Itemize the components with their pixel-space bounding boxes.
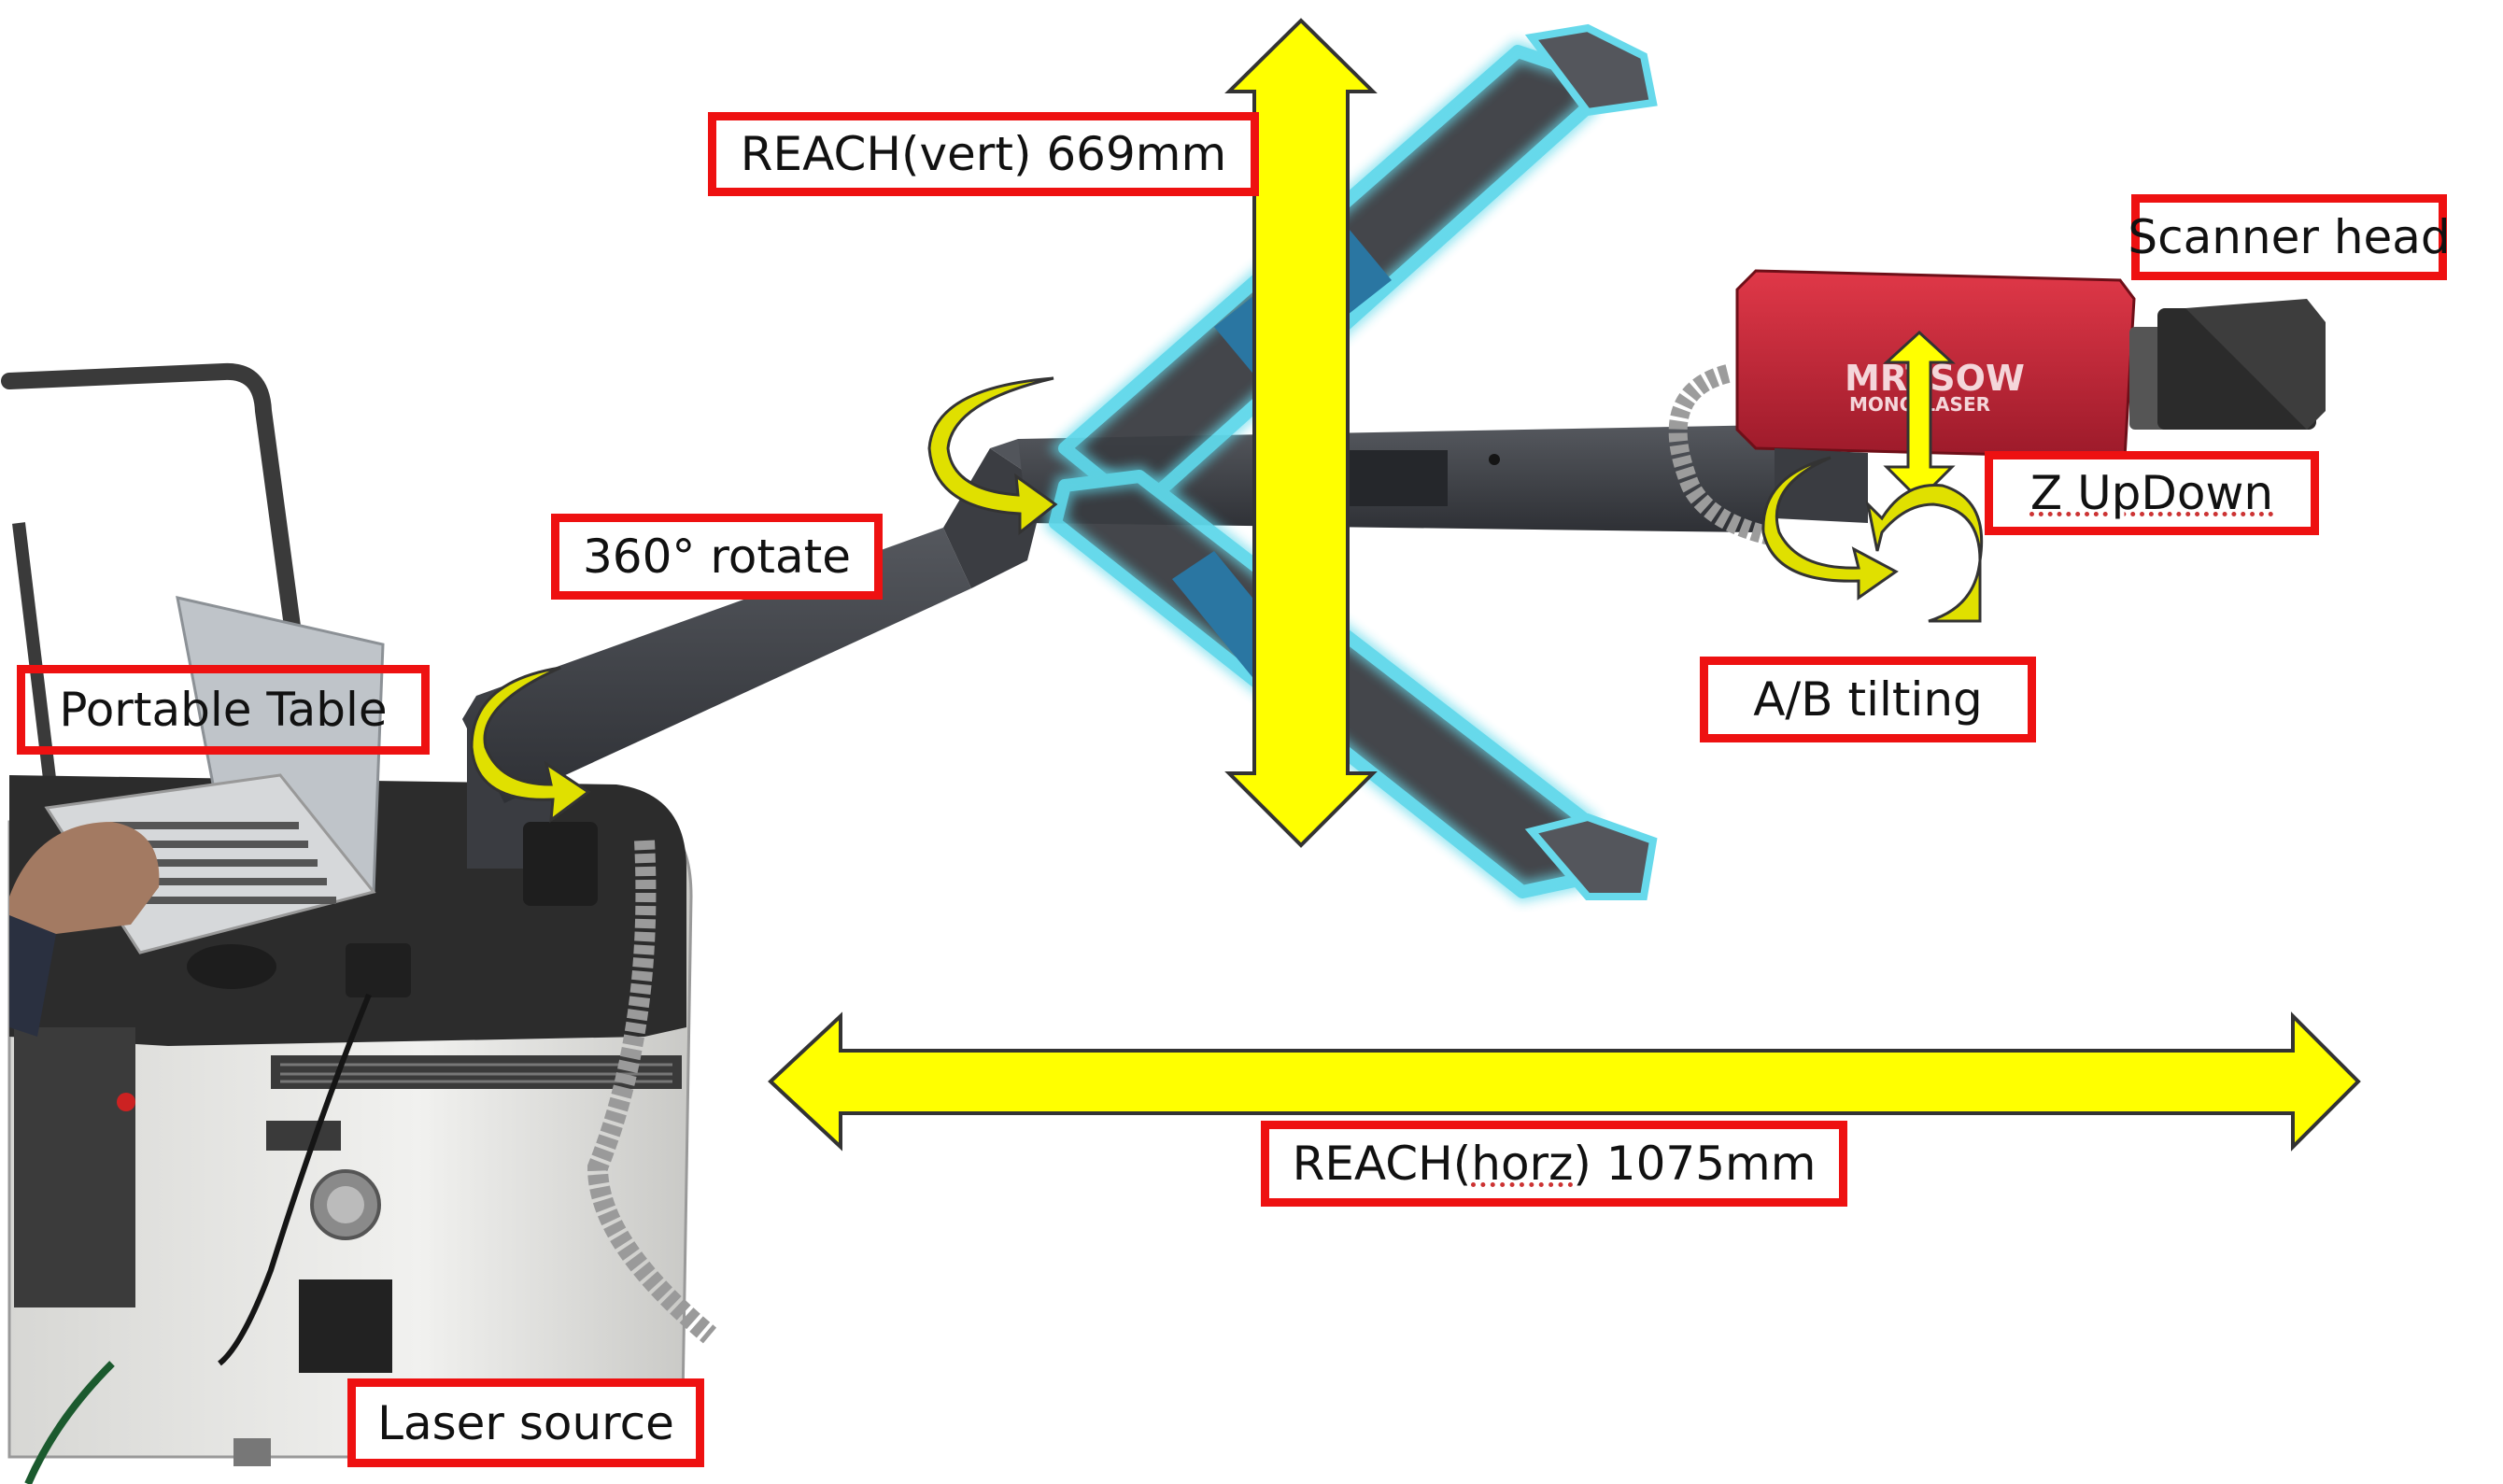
label-portable-table-text: Portable Table	[59, 683, 388, 737]
scanner-head-unit: MRTSOW MONO-LASER	[1668, 269, 2326, 546]
label-reach-vertical: REACH(vert) 669mm	[708, 112, 1259, 196]
label-360-rotate: 360° rotate	[551, 514, 883, 600]
label-ab-tilting-text: A/B tilting	[1753, 672, 1983, 727]
label-z-updown: Z UpDown	[1985, 451, 2319, 535]
label-laser-source-text: Laser source	[377, 1395, 674, 1450]
label-z-updown-text: Z UpDown	[2029, 466, 2274, 520]
horizontal-reach-arrow	[768, 1011, 2361, 1152]
reach-horizontal-suffix: ) 1075mm	[1573, 1137, 1817, 1191]
rotate-arrow-elbow	[927, 376, 1058, 536]
label-ab-tilting: A/B tilting	[1700, 657, 2036, 742]
label-reach-horizontal: REACH(horz) 1075mm	[1261, 1121, 1847, 1207]
tilt-arrow-a	[1761, 456, 1899, 601]
rotate-arrow-base	[470, 666, 591, 824]
label-scanner-head-text: Scanner head	[2128, 210, 2451, 264]
vertical-reach-arrow	[1224, 18, 1378, 848]
reach-horizontal-prefix: REACH(	[1292, 1137, 1472, 1191]
scanner-brand-line1: MRTSOW	[1845, 358, 2025, 399]
label-reach-vertical-text: REACH(vert) 669mm	[740, 127, 1227, 181]
reach-horizontal-word: horz	[1471, 1137, 1574, 1191]
label-portable-table: Portable Table	[17, 665, 430, 755]
label-reach-horizontal-text: REACH(horz) 1075mm	[1293, 1140, 1817, 1187]
laser-source-machine	[1, 362, 717, 1484]
label-360-rotate-text: 360° rotate	[583, 530, 851, 584]
tilt-arrow-b	[1865, 483, 1984, 623]
label-laser-source: Laser source	[347, 1378, 704, 1467]
label-scanner-head: Scanner head	[2128, 194, 2451, 280]
